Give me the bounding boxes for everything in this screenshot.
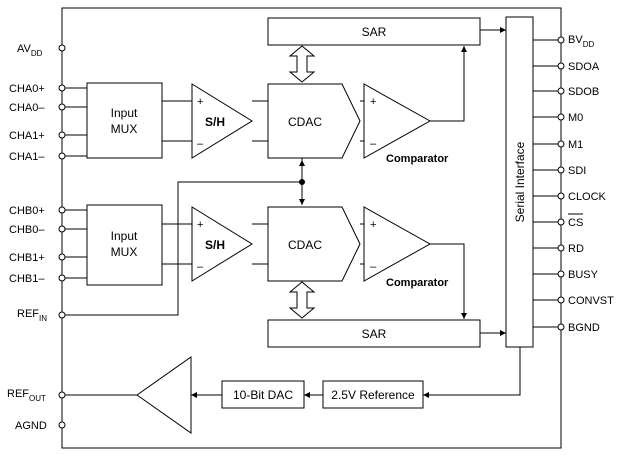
cdac-bottom-block [267,206,361,282]
sh-top-amplifier [191,83,253,159]
pin-rd[interactable] [557,244,565,252]
pin-agnd[interactable] [58,421,66,429]
pin-label-sdi: SDI [568,165,586,177]
cdac-top-label: CDAC [288,115,322,129]
sh-top-label: S/H [205,115,225,129]
input-mux-bottom-label-line1: Input [111,229,138,243]
refout-buffer-amplifier [136,356,192,434]
pin-label-chb1n: CHB1– [9,273,45,285]
pin-label-busy: BUSY [568,269,599,281]
comparator-top-to-sar-arrow [430,46,467,122]
pin-label-agnd: AGND [15,420,47,432]
pin-sdi[interactable] [557,166,565,174]
input-mux-top-label-line1: Input [111,106,138,120]
right-pin-wires [533,39,558,328]
reference-2v5-label: 2.5V Reference [331,388,415,402]
cdac-top-block [267,83,361,159]
pin-label-cha1n: CHA1– [9,151,45,163]
pin-label-bvdd: BVDD [568,34,594,49]
cdac-bottom-label: CDAC [288,238,322,252]
pin-label-m0: M0 [568,112,583,124]
pin-m1[interactable] [557,140,565,148]
serial-to-reference-arrow [423,347,521,398]
pin-label-sdob: SDOB [568,86,599,98]
comparator-top-minus: – [370,138,377,150]
comparator-bottom [363,206,432,282]
pin-clock[interactable] [557,192,565,200]
pin-chb0n[interactable] [58,225,66,233]
pin-label-sdoa: SDOA [568,61,600,73]
pin-label-chb0n: CHB0– [9,224,45,236]
pin-label-refout: REFOUT [7,388,46,403]
comparator-bottom-minus: – [370,261,377,273]
pin-chb1p[interactable] [58,253,66,261]
pin-label-cha1p: CHA1+ [9,130,45,142]
sh-bottom-plus: + [197,219,203,231]
pin-avdd[interactable] [58,44,66,52]
sar-top-block [267,17,481,46]
pin-label-chb0p: CHB0+ [9,205,45,217]
input-mux-top-label-line2: MUX [111,122,138,136]
channel-b-wires [65,209,87,279]
pin-m0[interactable] [557,113,565,121]
sar-bottom-block [267,319,481,348]
comparator-top-label: Comparator [386,153,449,165]
sar-top-label: SAR [362,25,387,39]
refin-wire [65,181,302,316]
pin-label-rd: RD [568,243,584,255]
channel-a-wires [65,87,87,157]
pin-cha1n[interactable] [58,152,66,160]
pin-chb0p[interactable] [58,206,66,214]
pin-cha0n[interactable] [58,103,66,111]
pin-label-convst: CONVST [568,295,614,307]
pin-label-chb1p: CHB1+ [9,252,45,264]
pin-chb1n[interactable] [58,274,66,282]
pin-sdoa[interactable] [557,62,565,70]
pin-label-cs: CS [568,217,583,229]
sar-cdac-bottom-bus-arrow [288,281,316,319]
pin-refout[interactable] [58,391,66,399]
serial-interface-label: Serial Interface [513,141,527,222]
comparator-bottom-to-sar-arrow [430,243,467,319]
comparator-top-plus: + [370,96,376,108]
pin-sdob[interactable] [557,87,565,95]
right-pins: BVDD SDOA SDOB M0 M1 SDI CLOCK CS RD BUS… [557,34,614,334]
input-mux-top-block [86,82,163,159]
serial-interface-block [505,16,534,348]
pin-label-clock: CLOCK [568,191,607,203]
pin-label-cha0p: CHA0+ [9,83,45,95]
sh-top-minus: – [197,138,204,150]
pin-cs[interactable] [557,218,565,226]
pin-refin[interactable] [58,311,66,319]
pin-convst[interactable] [557,296,565,304]
pin-label-refin: REFIN [17,308,47,323]
pin-label-cha0n: CHA0– [9,102,45,114]
pin-label-avdd: AVDD [17,43,43,58]
comparator-top [363,83,432,159]
sh-bottom-minus: – [197,261,204,273]
ten-bit-dac-block [221,380,305,409]
pin-label-bgnd: BGND [568,322,600,334]
sar-cdac-top-bus-arrow [288,45,316,83]
sh-bottom-amplifier [191,206,253,282]
sh-bottom-label: S/H [205,238,225,252]
comparator-bottom-plus: + [370,219,376,231]
left-pins: AVDD CHA0+ CHA0– CHA1+ CHA1– CHB0+ CHB0–… [7,43,66,432]
comparator-bottom-label: Comparator [386,277,449,289]
input-mux-bottom-block [86,204,163,286]
input-mux-bottom-label-line2: MUX [111,245,138,259]
pin-bvdd[interactable] [557,36,565,44]
pin-cha0p[interactable] [58,84,66,92]
pin-busy[interactable] [557,270,565,278]
pin-bgnd[interactable] [557,323,565,331]
ten-bit-dac-label: 10-Bit DAC [233,388,293,402]
pin-cha1p[interactable] [58,131,66,139]
sh-top-plus: + [197,96,203,108]
pin-label-m1: M1 [568,139,583,151]
sar-bottom-label: SAR [362,327,387,341]
